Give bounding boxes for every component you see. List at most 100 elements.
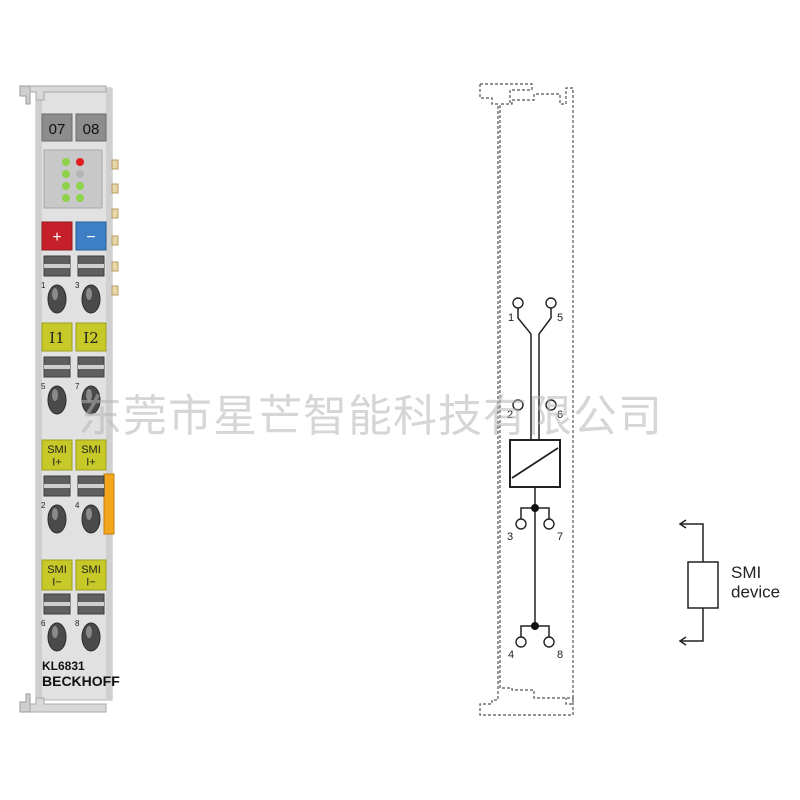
schematic-number-7: 7 [557,531,563,543]
junction-dot-lower [531,622,539,630]
spring-terminal: 3 [75,255,105,314]
terminal-number: 5 [41,382,46,391]
schematic-terminals [512,297,557,648]
schematic-number-6: 6 [557,409,563,421]
schematic-number-5: 5 [557,312,563,324]
smi-plus-plate-right [75,439,107,471]
schematic-number-1: 1 [508,312,514,324]
shield-tab [103,473,115,535]
schematic-wiring [509,308,561,637]
led-run-3 [62,182,70,190]
power-minus-text: − [86,229,95,246]
led-error [76,158,84,166]
spring-terminal: 4 [75,475,105,534]
wire-entry-hole [81,504,101,534]
schematic-terminal-7 [543,518,555,530]
top-clip [19,85,31,105]
power-minus-label [75,221,107,251]
channel-label-08: 08 [83,121,100,138]
terminal-number: 8 [75,619,80,628]
schematic-number-8: 8 [557,649,563,661]
schematic-number-3: 3 [507,531,513,543]
schematic-terminal-1 [512,297,524,309]
slot-divider [78,602,104,606]
slot-divider [78,484,104,488]
hole-highlight [86,508,92,520]
terminal-number: 7 [75,382,80,391]
schematic-terminal-3 [515,518,527,530]
hole-highlight [86,389,92,401]
hole-highlight [52,288,58,300]
input-label-i2: I2 [83,329,98,347]
led-off-1 [76,170,84,178]
terminal-number: 2 [41,501,46,510]
side-contacts [111,159,119,296]
slot-divider [78,365,104,369]
input-label-plate-i2 [75,322,107,352]
spring-terminal: 5 [41,356,71,415]
led-run-1 [62,158,70,166]
slot-divider [44,264,70,268]
smi-minus-plate-left [41,559,73,591]
smi-device-box [687,561,719,609]
spring-terminal: 6 [41,593,71,652]
slot-divider [44,602,70,606]
wire-entry-hole [81,622,101,652]
slot-divider [44,365,70,369]
terminal-number: 6 [41,619,46,628]
status-leds [62,158,84,202]
channel-label-plate-right [75,113,107,142]
wire-entry-hole [47,622,67,652]
spring-terminals: 1 3 5 7 2 4 6 8 [41,255,105,652]
brand-logo: BECKHOFF [42,673,120,689]
power-plus-label [41,221,73,251]
slot-divider [44,484,70,488]
input-label-i1: I1 [49,329,64,347]
schematic-terminal-5 [545,297,557,309]
hole-highlight [86,288,92,300]
spring-terminal: 1 [41,255,71,314]
channel-label-07: 07 [49,121,66,138]
wire-entry-hole [47,385,67,415]
hole-highlight [52,389,58,401]
schematic-number-4: 4 [508,649,514,661]
smi-plus-plate-left [41,439,73,471]
input-label-plate-i1 [41,322,73,352]
terminal-number: 3 [75,281,80,290]
led-run-6 [76,194,84,202]
module-outline [479,83,574,716]
spring-terminal: 2 [41,475,71,534]
smi-minus-plate-right [75,559,107,591]
schematic-terminal-6 [545,399,557,411]
wire-entry-hole [81,385,101,415]
schematic-terminal-8 [543,636,555,648]
spring-terminal: 7 [75,356,105,415]
led-run-2 [62,170,70,178]
channel-label-plate-left [41,113,73,142]
schematic-number-2: 2 [507,409,513,421]
smi-device-symbol [678,519,719,646]
hole-highlight [52,508,58,520]
schematic-terminal-numbers: 1 5 2 6 3 7 4 8 [507,312,563,661]
power-plus-text: + [52,229,61,246]
spring-terminal: 8 [75,593,105,652]
slot-divider [78,264,104,268]
wire-entry-hole [81,284,101,314]
schematic-terminal-4 [515,636,527,648]
model-name: KL6831 [42,659,85,673]
led-run-5 [62,194,70,202]
bottom-clip [19,693,31,713]
terminal-number: 1 [41,281,46,290]
wire-entry-hole [47,284,67,314]
led-window [43,149,103,209]
wire-entry-hole [47,504,67,534]
hole-highlight [86,626,92,638]
schematic-terminal-2 [512,399,524,411]
